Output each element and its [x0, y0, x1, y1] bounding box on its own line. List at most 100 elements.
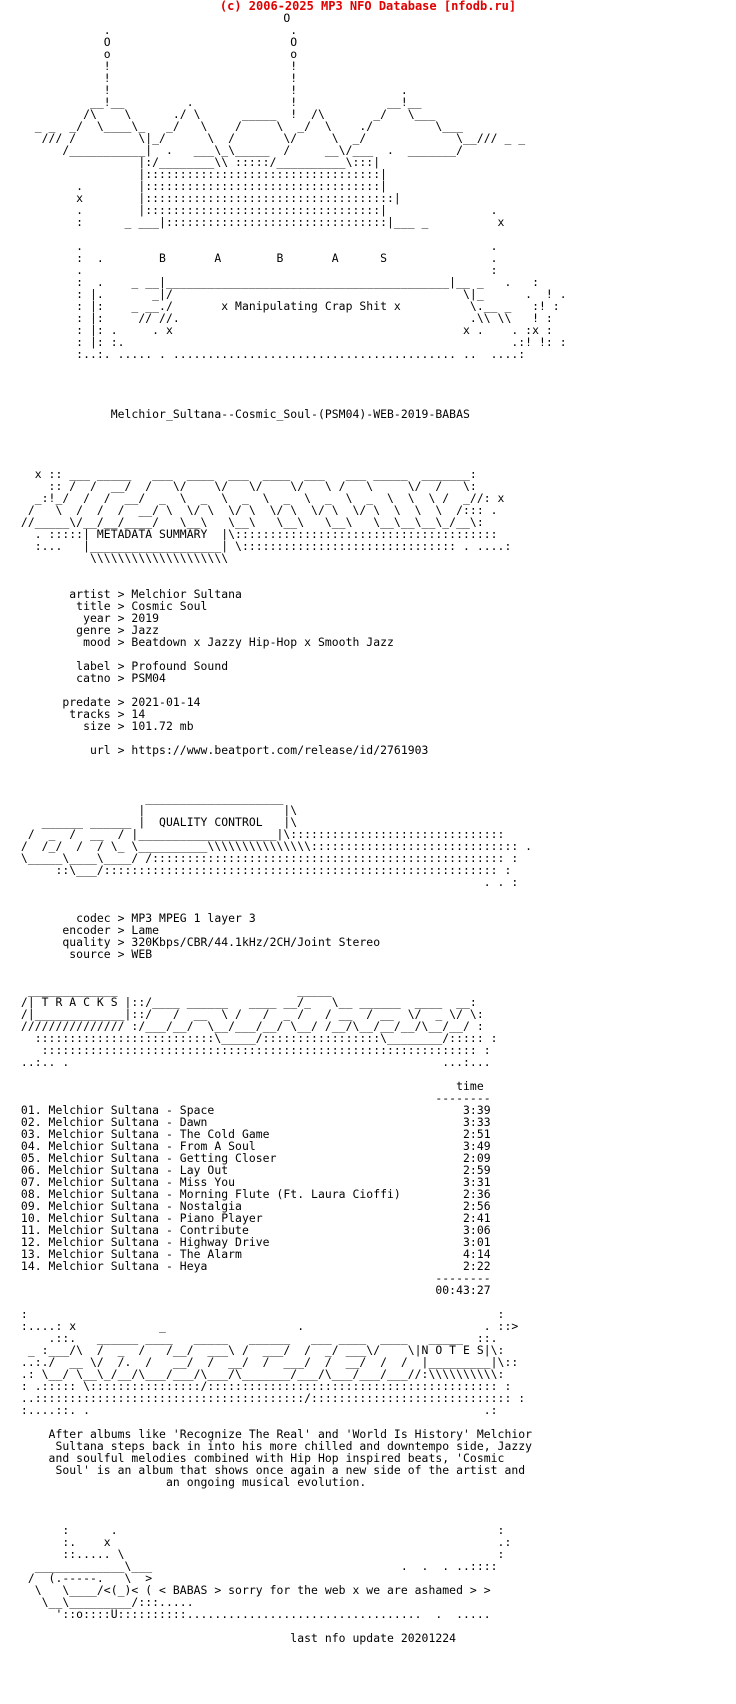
- nfo-line: 11. Melchior Sultana - Contribute 3:06: [14, 1223, 491, 1237]
- nfo-line: ! ! .: [14, 83, 408, 97]
- nfo-line: \ \____/<(_)< ( < BABAS > sorry for the …: [14, 1583, 491, 1597]
- nfo-line: size > 101.72 mb: [14, 719, 194, 733]
- nfo-line: ::::::::::::::::::::::::::::::::::::::::…: [14, 1043, 491, 1057]
- copyright-header[interactable]: (c) 2006-2025 MP3 NFO Database [nfodb.ru…: [219, 0, 517, 13]
- nfo-ascii-body: O . . O O o o ! ! !: [14, 12, 567, 1644]
- nfo-line: --------: [14, 1271, 491, 1285]
- nfo-line: / (.-----. \ >: [14, 1571, 153, 1585]
- nfo-line: o o: [14, 47, 298, 61]
- nfo-line: _:!_/ / / __/ _ \ _ \ _ \ _ \ _ \ _ \ \ …: [14, 491, 505, 505]
- nfo-line: . .: [14, 23, 298, 37]
- nfo-line: 09. Melchior Sultana - Nostalgia 2:56: [14, 1199, 491, 1213]
- nfo-line: genre > Jazz: [14, 623, 160, 637]
- nfo-line: ..:.. . ...:...: [14, 1055, 491, 1069]
- nfo-line: / _ / __ / |____________________|\::::::…: [14, 827, 505, 841]
- nfo-line: / /_/ / / \_ \__________\\\\\\\\\\\\\\\:…: [14, 839, 533, 853]
- nfo-line: Sultana steps back in into his more chil…: [14, 1439, 533, 1453]
- nfo-line: /___________| . ___\_\_____ / __\/___ . …: [14, 143, 464, 157]
- nfo-line: \\\\\\\\\\\\\\\\\\\\: [14, 551, 229, 565]
- nfo-line: 14. Melchior Sultana - Heya 2:22: [14, 1259, 491, 1273]
- nfo-line: :....::. . .:: [14, 1403, 498, 1417]
- nfo-line: __!__ . ! __!__: [14, 95, 422, 109]
- nfo-line: |::::::::::::::::::::::::::::::::::|: [14, 167, 388, 181]
- nfo-line: | |\: [14, 803, 298, 817]
- nfo-line: : . :: [14, 1523, 505, 1537]
- nfo-line: /|_____________|::/ / __ \ / / _ / / __ …: [14, 1007, 484, 1021]
- nfo-line: _ :___/\ / _ / /__/ ___\ / ___/ / _/ ___…: [14, 1343, 505, 1357]
- nfo-line: _ _ _/ \____\_ _/ \ / \ _/ \ ./ \___: [14, 119, 464, 133]
- nfo-line: 01. Melchior Sultana - Space 3:39: [14, 1103, 491, 1117]
- nfo-line: : |. _|/ \|_ . ! .: [14, 287, 567, 301]
- nfo-line: \_____\____\____/ /:::::::::::::::::::::…: [14, 851, 519, 865]
- nfo-line: artist > Melchior Sultana: [14, 587, 242, 601]
- nfo-line: After albums like 'Recognize The Real' a…: [14, 1427, 533, 1441]
- nfo-line: ::::::::::::::::::::::::::\_____/:::::::…: [14, 1031, 498, 1045]
- nfo-line: . :: [14, 263, 498, 277]
- nfo-line: . |::::::::::::::::::::::::::::::::::| .: [14, 203, 498, 217]
- nfo-line: 12. Melchior Sultana - Highway Drive 3:0…: [14, 1235, 491, 1249]
- nfo-line: ..::::::::::::::::::::::::::::::::::::::…: [14, 1391, 526, 1405]
- nfo-line: Soul' is an album that shows once again …: [14, 1463, 526, 1477]
- nfo-line: : :: [14, 1307, 505, 1321]
- nfo-line: 10. Melchior Sultana - Piano Player 2:41: [14, 1211, 491, 1225]
- nfo-line: time: [14, 1079, 484, 1093]
- nfo-line: --------: [14, 1091, 491, 1105]
- nfo-line: encoder > Lame: [14, 923, 160, 937]
- nfo-line: 13. Melchior Sultana - The Alarm 4:14: [14, 1247, 491, 1261]
- nfo-line: ::..... \ :: [14, 1547, 505, 1561]
- nfo-line: .::. ______ ____ _____ ______ ___ ____ _…: [14, 1331, 498, 1345]
- nfo-line: an ongoing musical evolution.: [14, 1475, 367, 1489]
- nfo-line: 00:43:27: [14, 1283, 491, 1297]
- nfo-line: : |: :. .:! !: :: [14, 335, 567, 349]
- nfo-line: . .: [14, 239, 498, 253]
- nfo-line: : |: _ __./ x Manipulating Crap Shit x \…: [14, 299, 560, 313]
- nfo-line: mood > Beatdown x Jazzy Hip-Hop x Smooth…: [14, 635, 394, 649]
- nfo-line: O O: [14, 35, 298, 49]
- nfo-line: :... |___________________| \::::::::::::…: [14, 539, 512, 553]
- nfo-line: .: \__/ \__\_/__/\___/___/\___/\_______/…: [14, 1367, 505, 1381]
- nfo-line: : _ ___|::::::::::::::::::::::::::::::::…: [14, 215, 505, 229]
- nfo-line: url > https://www.beatport.com/release/i…: [14, 743, 429, 757]
- nfo-line: : |: // //. .\\ \\ ! :: [14, 311, 553, 325]
- nfo-line: :: / / __/ / \/ \/ \/ \/ \ / \ \/ / \:: [14, 479, 477, 493]
- nfo-line: |:/________\\ :::::/__________\:::|: [14, 155, 381, 169]
- nfo-line: x :: ___ _____ ___ ____ ___ ____ ___ ___…: [14, 467, 477, 481]
- nfo-line: / \ / / / __/ \ \/ \ \/ \ \/ \ \/ \ \/ \…: [14, 503, 498, 517]
- nfo-line: last nfo update 20201224: [14, 1631, 457, 1645]
- nfo-line: 02. Melchior Sultana - Dawn 3:33: [14, 1115, 491, 1129]
- nfo-line: ::\___/:::::::::::::::::::::::::::::::::…: [14, 863, 512, 877]
- nfo-line: and soulful melodies combined with Hip H…: [14, 1451, 505, 1465]
- nfo-line: ! !: [14, 71, 298, 85]
- nfo-line: /// / \|_/ \ / \/ \ _/ \__/// _ _: [14, 131, 526, 145]
- nfo-line: :....: x _ . . ::>: [14, 1319, 519, 1333]
- nfo-line: : . B A B A S .: [14, 251, 498, 265]
- nfo-line: 08. Melchior Sultana - Morning Flute (Ft…: [14, 1187, 491, 1201]
- nfo-line: ..:./ __ \/ /. / __/ / __/ / ___/ / __/ …: [14, 1355, 519, 1369]
- nfo-line: predate > 2021-01-14: [14, 695, 201, 709]
- nfo-line: : |: . . x x . . :x :: [14, 323, 553, 337]
- nfo-line: x |::::::::::::::::::::::::::::::::::::|: [14, 191, 401, 205]
- nfo-line: : . _ __|_______________________________…: [14, 275, 539, 289]
- nfo-line: /////////////// :/___/__/ \__/___/__/ \_…: [14, 1019, 484, 1033]
- nfo-line: O: [14, 11, 291, 25]
- nfo-line: :..:. ..... . ..........................…: [14, 347, 526, 361]
- nfo-line: 04. Melchior Sultana - From A Soul 3:49: [14, 1139, 491, 1153]
- nfo-line: /\ \ ./ \ _____ ! /\ _/ \___: [14, 107, 436, 121]
- nfo-line: tracks > 14: [14, 707, 146, 721]
- nfo-line: //_____\/__/__/____/ \__\ \__\ \__\ \__\…: [14, 515, 484, 529]
- nfo-line: codec > MP3 MPEG 1 layer 3: [14, 911, 256, 925]
- nfo-line: _____________ _____: [14, 983, 332, 997]
- nfo-line: '::o::::U::::::::::.....................…: [14, 1607, 491, 1621]
- nfo-line: label > Profound Sound: [14, 659, 229, 673]
- nfo-line: . |::::::::::::::::::::::::::::::::::|: [14, 179, 388, 193]
- nfo-line: year > 2019: [14, 611, 160, 625]
- nfo-line: 07. Melchior Sultana - Miss You 3:31: [14, 1175, 491, 1189]
- nfo-line: \__\_________/:::.....: [14, 1595, 194, 1609]
- nfo-line: :. x .:: [14, 1535, 512, 1549]
- nfo-line: _____________\___ . . . ..::::: [14, 1559, 498, 1573]
- nfo-line: . :::::| METADATA SUMMARY |\::::::::::::…: [14, 527, 498, 541]
- nfo-line: Melchior_Sultana--Cosmic_Soul-(PSM04)-WE…: [14, 407, 470, 421]
- nfo-line: /| T R A C K S |::/____ ______ ____ __/_…: [14, 995, 477, 1009]
- nfo-line: quality > 320Kbps/CBR/44.1kHz/2CH/Joint …: [14, 935, 381, 949]
